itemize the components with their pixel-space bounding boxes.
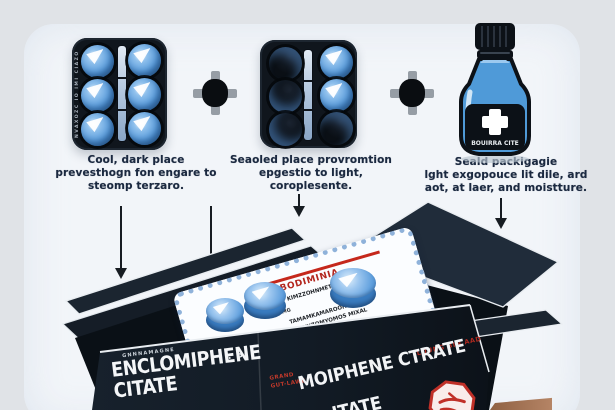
caption-sealed-packaging: Seald packigagie lght exgopouce lit dile… bbox=[413, 156, 599, 195]
pill bbox=[128, 112, 161, 145]
box-flap-left-outer bbox=[64, 227, 307, 315]
approval-stamp-icon bbox=[428, 380, 476, 410]
caption-line: Seaoled place provromtion bbox=[230, 154, 392, 166]
blister-foil-divider bbox=[304, 50, 312, 140]
stamp-mark bbox=[439, 407, 463, 410]
plus-center bbox=[399, 79, 425, 107]
caption-line: lght exgopouce lit dile, ard bbox=[424, 169, 588, 181]
blister-card-pill bbox=[330, 268, 376, 308]
down-arrow-icon bbox=[115, 206, 127, 279]
pill bbox=[128, 78, 161, 111]
pill-top bbox=[206, 298, 244, 324]
blister-card-pill bbox=[244, 282, 286, 319]
caption-cool-dark-place: Cool, dark place prevesthogn fon engare … bbox=[50, 154, 222, 193]
medicine-bottle: BOUIRRA CITE bbox=[459, 23, 531, 163]
plus-icon bbox=[390, 71, 434, 115]
arrow-head bbox=[495, 218, 507, 229]
box-front-face bbox=[92, 305, 489, 410]
caption-line: aot, at laer, and moistture. bbox=[424, 182, 588, 194]
box-right-edge bbox=[469, 304, 490, 373]
pill bbox=[320, 46, 353, 79]
pill bbox=[269, 80, 302, 113]
pill bbox=[320, 79, 353, 112]
bottle-label-text: BOUIRRA CITE bbox=[471, 140, 519, 147]
stamp-mark bbox=[438, 397, 466, 404]
bottle-cap-ring-highlight bbox=[480, 52, 510, 54]
bottle-shadow bbox=[461, 155, 529, 163]
caption-line: steomp terzaro. bbox=[87, 180, 185, 192]
down-arrow-icon bbox=[495, 198, 507, 229]
caption-line: coroplesente. bbox=[269, 180, 353, 192]
pill bbox=[81, 45, 114, 78]
arrow-head bbox=[115, 268, 127, 279]
plus-icon bbox=[193, 71, 237, 115]
box-front-crease bbox=[257, 331, 262, 410]
arrow-head bbox=[293, 206, 305, 217]
arrow-shaft bbox=[210, 206, 212, 256]
pill-top bbox=[330, 268, 376, 299]
caption-sealed-light-protection: Seaoled place provromtion epgestio to li… bbox=[225, 154, 397, 193]
arrow-shaft bbox=[298, 194, 300, 206]
blister-foil-divider bbox=[118, 46, 126, 141]
pill bbox=[128, 44, 161, 77]
arrow-shaft bbox=[120, 206, 122, 268]
box-front-top-edge bbox=[99, 304, 471, 353]
stamp-octagon bbox=[428, 380, 476, 410]
bottle-cap-ridges bbox=[481, 26, 507, 47]
pill-top bbox=[244, 282, 286, 311]
down-arrow-icon bbox=[293, 194, 305, 217]
pill bbox=[81, 113, 114, 146]
blister-card-pill bbox=[206, 298, 244, 332]
caption-line: prevesthogn fon engare to bbox=[55, 167, 217, 179]
stamp-mark bbox=[448, 392, 458, 401]
pill bbox=[269, 47, 302, 80]
pill bbox=[269, 113, 302, 146]
cross-bar bbox=[482, 116, 508, 128]
pill bbox=[320, 112, 353, 145]
plus-center bbox=[202, 79, 228, 107]
caption-line: Cool, dark place bbox=[87, 154, 185, 166]
arrow-shaft bbox=[500, 198, 502, 218]
bottle-liquid-top bbox=[480, 60, 510, 63]
medical-cross-icon bbox=[482, 109, 508, 135]
caption-line: epgestio to light, bbox=[259, 167, 363, 179]
pill bbox=[81, 79, 114, 112]
